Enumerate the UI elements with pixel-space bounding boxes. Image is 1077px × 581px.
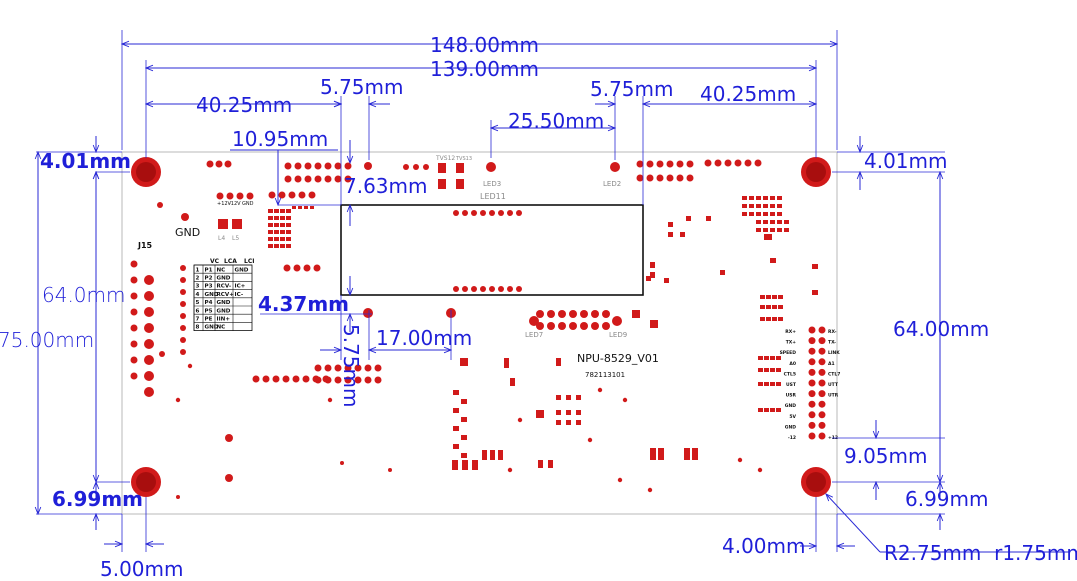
inductor-l4: L4 xyxy=(218,235,225,242)
led7-label: LED7 xyxy=(525,331,543,339)
connector-label: J15 xyxy=(137,241,153,250)
dim-height-overall: 75.00mm xyxy=(0,328,94,352)
dim-edge-left: 5.00mm xyxy=(100,557,184,581)
lcd-window xyxy=(340,204,644,296)
pin-label: -12 xyxy=(788,435,796,441)
svg-text:VC: VC xyxy=(210,258,220,265)
silkscreen: GND J15 NPU-8529_V01 782113101 LED3 LED1… xyxy=(137,155,840,441)
dim-left-offset: 40.25mm xyxy=(196,93,292,117)
tvs13-label: TVS13 xyxy=(455,156,472,162)
pin-label: TX+ xyxy=(786,340,797,346)
dim-lcd-offset: 10.95mm xyxy=(232,127,328,151)
dim-edge-right: 4.00mm xyxy=(722,534,806,558)
pin-table-cell: P4 xyxy=(205,300,213,306)
led3-label: LED3 xyxy=(483,180,501,188)
dim-lcd-width: 17.00mm xyxy=(376,326,472,350)
pin-table-cell: RCV- xyxy=(217,284,232,290)
pin-label: UST xyxy=(786,382,797,388)
pin-table-cell: 6 xyxy=(196,308,200,314)
tvs12-label: TVS12 xyxy=(435,155,455,162)
pin-label: RX- xyxy=(828,329,837,335)
dim-hole-bottom-left: 6.99mm xyxy=(52,487,143,511)
dim-hole-top-right: 4.01mm xyxy=(864,149,948,173)
pin-table-cell: IC+ xyxy=(235,284,246,290)
pin-table-cell: RCV+ xyxy=(217,292,235,298)
pin-table-cell: P5 xyxy=(205,308,213,314)
pin-table-cell: 2 xyxy=(196,276,200,282)
pin-table-cell: 5 xyxy=(196,300,200,306)
gnd-label: GND xyxy=(175,226,200,239)
dim-width-overall: 148.00mm xyxy=(430,33,539,57)
dim-pin-offset: 9.05mm xyxy=(844,444,928,468)
component-pads xyxy=(130,159,826,499)
pin-label: GND xyxy=(785,403,796,409)
pin-label: RX+ xyxy=(785,329,796,335)
pin-table-cell: P3 xyxy=(205,284,213,290)
pin-table-cell: 8 xyxy=(196,325,200,331)
pin-label: SPEED xyxy=(780,350,797,356)
svg-text:LCA: LCA xyxy=(224,258,237,265)
pin-label: A0 xyxy=(789,361,796,367)
pin-table-cell: GND xyxy=(205,292,219,298)
pin-table-header: VC LCA LCI xyxy=(210,258,254,265)
dim-height-left: 64.0mm xyxy=(42,283,126,307)
dimension-lines xyxy=(36,30,1070,553)
svg-text:LCI: LCI xyxy=(244,258,254,265)
pin-table-cell: PE xyxy=(205,317,213,323)
pin-table-cell: NC xyxy=(217,267,226,273)
pin-label: A1 xyxy=(828,361,835,367)
dim-slot-left: 5.75mm xyxy=(320,75,404,99)
pin-table-cell: 4 xyxy=(196,292,200,298)
pin-table-cell: 7 xyxy=(196,317,200,323)
dim-slot-right: 5.75mm xyxy=(590,77,674,101)
board-model: NPU-8529_V01 xyxy=(577,352,659,365)
led9-label: LED9 xyxy=(609,331,627,339)
pin-table-cell: P2 xyxy=(205,276,213,282)
power-label-m12v: -12V xyxy=(229,201,241,207)
mounting-holes xyxy=(131,157,831,497)
pin-label: USR xyxy=(786,393,797,399)
pin-label: UTR xyxy=(828,393,839,399)
dim-lcd-top: 7.63mm xyxy=(344,174,428,198)
dim-hole-top-left: 4.01mm xyxy=(40,149,131,173)
pin-table-cell: NC xyxy=(217,325,226,331)
dim-lcd-bottom: 4.37mm xyxy=(258,292,349,316)
pin-table-cell: GND xyxy=(205,325,219,331)
pin-table-cell: GND xyxy=(217,300,231,306)
pin-label: 5V xyxy=(789,414,796,420)
pin-table-cell: IC- xyxy=(235,292,244,298)
dim-led-span: 25.50mm xyxy=(508,109,604,133)
dim-lcd-vertical: 5.75mm xyxy=(339,324,363,408)
led2-label: LED2 xyxy=(603,180,621,188)
pin-label: CTL7 xyxy=(828,371,840,377)
pin-table-cell: GND xyxy=(217,276,231,282)
board-part-number: 782113101 xyxy=(585,371,625,379)
dim-width-holes: 139.00mm xyxy=(430,57,539,81)
pin-table-cell: P1 xyxy=(205,267,213,273)
board-outline xyxy=(121,151,838,515)
pin-table-cell: IIN+ xyxy=(217,317,231,323)
pin-table-cell: 3 xyxy=(196,284,200,290)
dimension-labels: 148.00mm 139.00mm 40.25mm 5.75mm 5.75mm … xyxy=(0,33,1077,581)
dim-hole-radius: R2.75mm r1.75mm xyxy=(884,541,1077,565)
pin-table-cell: 1 xyxy=(196,267,200,273)
pin-table-cell: GND xyxy=(235,267,249,273)
pin-label: UTT xyxy=(828,382,839,388)
led11-label: LED11 xyxy=(480,192,506,201)
dim-hole-bottom-right: 6.99mm xyxy=(905,487,989,511)
pin-label: CTL5 xyxy=(784,371,796,377)
dim-height-right: 64.00mm xyxy=(893,317,989,341)
inductor-l5: L5 xyxy=(232,235,239,242)
dim-right-offset: 40.25mm xyxy=(700,82,796,106)
pin-label: TX- xyxy=(828,340,836,346)
power-label-12v: +12V xyxy=(217,201,232,207)
pin-table-cell: GND xyxy=(217,308,231,314)
pin-label: GND xyxy=(785,424,796,430)
power-label-gnd: GND xyxy=(242,201,254,207)
pin-label: LINK xyxy=(828,350,840,356)
